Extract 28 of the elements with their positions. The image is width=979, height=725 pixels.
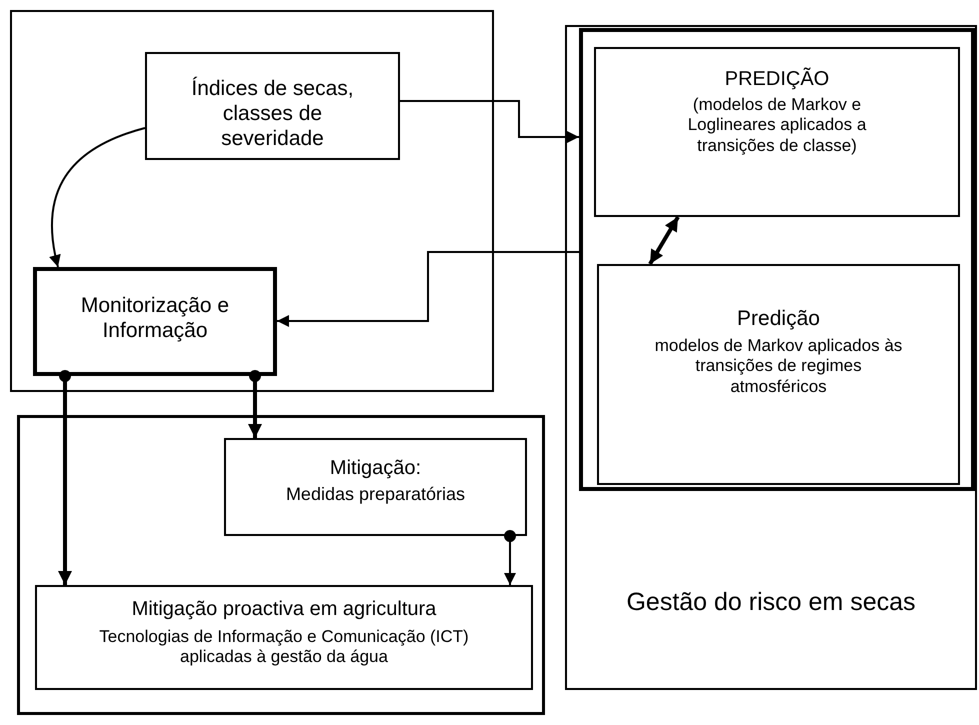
group-frame <box>579 28 975 491</box>
process-box <box>224 438 527 536</box>
arrow <box>248 370 262 438</box>
process-box <box>35 585 533 690</box>
box-description: (modelos de Markov e Loglineares aplicados a transições de classe) <box>686 95 868 156</box>
box-title: Predição <box>736 306 821 332</box>
group-frame <box>17 415 545 715</box>
arrow <box>504 530 516 585</box>
process-box <box>33 267 277 376</box>
box-description: Tecnologias de Informação e Comunicação (ICT) aplicadas à gestão da água <box>98 627 470 668</box>
box-title: PREDIÇÃO <box>724 67 830 91</box>
box-title: Gestão do risco em secas <box>625 587 916 617</box>
box-title: Mitigação proactiva em agricultura <box>130 597 438 621</box>
group-frame <box>10 10 494 392</box>
arrow <box>277 251 579 327</box>
box-title: Mitigação: <box>328 456 422 480</box>
process-box <box>597 264 960 485</box>
arrow <box>400 100 579 143</box>
arrow <box>648 216 680 266</box>
process-box <box>145 52 400 160</box>
process-box <box>565 25 977 690</box>
arrow <box>50 127 146 268</box>
box-title: Monitorização e Informação <box>80 293 230 344</box>
box-title: Índices de secas, classes de severidade <box>190 76 355 152</box>
box-description: Medidas preparatórias <box>284 484 466 506</box>
box-description: modelos de Markov aplicados às transições de regimes atmosféricos <box>654 336 904 398</box>
arrow <box>58 370 72 585</box>
process-box <box>594 47 960 217</box>
